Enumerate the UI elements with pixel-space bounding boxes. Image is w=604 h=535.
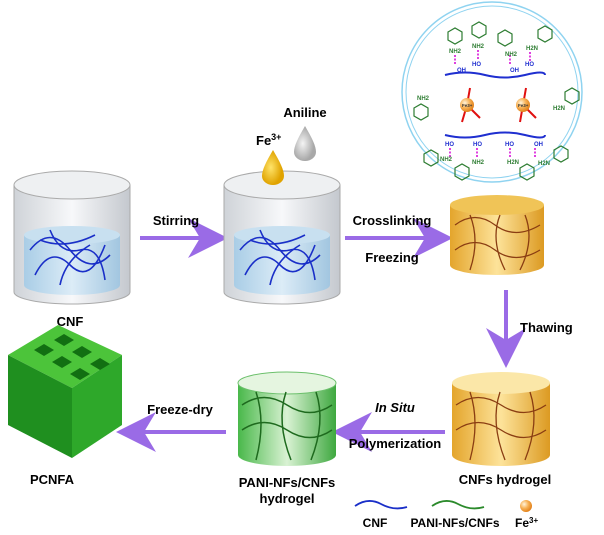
cnf-label: CNF xyxy=(57,314,84,329)
frozen-gel-cylinder xyxy=(450,195,544,275)
h2n-label: H2N xyxy=(507,160,519,166)
oh-label: OH xyxy=(534,142,543,148)
fe-ion-label: Fe3+ xyxy=(462,103,473,108)
fe-ion-label: Fe3+ xyxy=(518,103,529,108)
oh-label: OH xyxy=(457,68,466,74)
cnf-fibers xyxy=(29,229,111,286)
fe-label: Fe3+ xyxy=(256,132,281,148)
cellulose-backbone-bottom xyxy=(444,131,546,139)
cnfs-hydrogel-label: CNFs hydrogel xyxy=(459,472,551,487)
freezing-label: Freezing xyxy=(365,250,419,265)
nh2-label: NH2 xyxy=(472,44,485,50)
thawing-label: Thawing xyxy=(520,320,573,335)
freeze-dry-label: Freeze-dry xyxy=(147,402,214,417)
legend-pani-swatch xyxy=(431,500,485,510)
nh2-label: NH2 xyxy=(472,160,485,166)
legend-cnf-swatch xyxy=(354,500,408,510)
ho-label: HO xyxy=(445,142,454,148)
nh2-label: NH2 xyxy=(505,52,518,58)
pani-hydrogel-label: PANI-NFs/CNFs xyxy=(239,475,336,490)
in-situ-label: In Situ xyxy=(375,400,415,415)
pcnfa-aerogel-cube xyxy=(8,325,122,458)
fe-ion-icon xyxy=(460,98,474,112)
nh2-label: NH2 xyxy=(449,49,462,55)
ho-label: HO xyxy=(473,142,482,148)
crosslinking-label: Crosslinking xyxy=(353,213,432,228)
h2n-label: H2N xyxy=(553,106,565,112)
pcnfa-label: PCNFA xyxy=(30,472,75,487)
beaker-mixing xyxy=(223,170,341,305)
fe-ion-icon xyxy=(516,98,530,112)
polymerization-label: Polymerization xyxy=(349,436,442,451)
legend-fe-label: Fe3+ xyxy=(515,516,538,530)
nh2-label: NH2 xyxy=(440,157,453,163)
h2n-label: H2N xyxy=(526,46,538,52)
oh-label: OH xyxy=(510,68,519,74)
legend-fe-icon xyxy=(520,500,532,512)
nh2-label: NH2 xyxy=(417,96,430,102)
aniline-drop-icon xyxy=(294,126,316,161)
beaker-cnf xyxy=(13,170,131,305)
stirring-label: Stirring xyxy=(153,213,199,228)
pani-hydrogel-cylinder xyxy=(237,371,337,466)
molecular-structure-inset: NH2 NH2 NH2 H2N NH2 H2N NH2 NH2 H2N H2N … xyxy=(401,1,583,183)
h2n-label: H2N xyxy=(538,161,550,167)
legend: CNF PANI-NFs/CNFs Fe3+ xyxy=(354,500,538,530)
cellulose-backbone-top xyxy=(444,71,546,79)
ho-label: HO xyxy=(505,142,514,148)
cnfs-hydrogel-cylinder xyxy=(452,372,550,466)
legend-cnf-label: CNF xyxy=(363,516,388,530)
legend-pani-label: PANI-NFs/CNFs xyxy=(410,516,499,530)
fe-drop-icon xyxy=(262,150,284,185)
aniline-rings xyxy=(413,21,580,181)
aniline-label: Aniline xyxy=(283,105,326,120)
ho-label: HO xyxy=(525,62,534,68)
ho-label: HO xyxy=(472,62,481,68)
pani-hydrogel-label-2: hydrogel xyxy=(260,491,315,506)
